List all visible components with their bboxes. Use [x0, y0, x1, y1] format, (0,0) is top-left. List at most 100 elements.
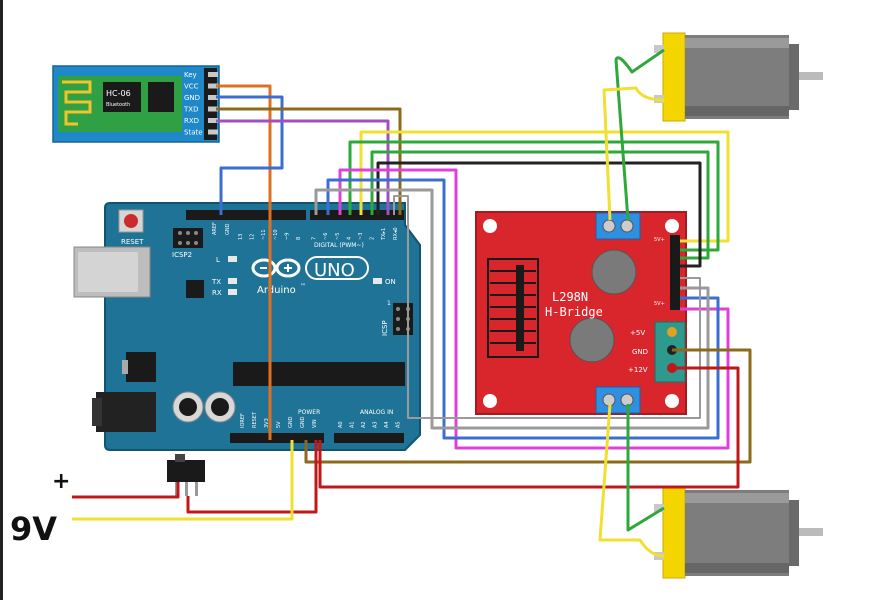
digital-pin-label: 12 [250, 234, 256, 240]
icsp2-header [173, 228, 203, 248]
gnd-top-label: GND [225, 223, 231, 235]
icsp-pin-one: 1 [387, 300, 391, 307]
digital-pin-label: ~10 [273, 229, 279, 240]
plus5v-label: +5V [630, 329, 645, 337]
digital-pin-label: ~11 [261, 229, 267, 240]
usb-chip [186, 280, 204, 298]
wire-bt-rxd-purple [216, 119, 390, 215]
dc-jack [96, 392, 156, 432]
motor-bottom [654, 487, 823, 579]
wire-magenta-d6 [338, 168, 730, 450]
aref-label: AREF [212, 222, 218, 235]
wire-red-12v [318, 366, 740, 489]
rx-led [228, 289, 237, 295]
bt-chip-small [148, 82, 174, 112]
en-a-label: 5V+ [654, 237, 665, 243]
analog-pin-label: A4 [384, 421, 390, 428]
wire-bt-vcc-orange [216, 84, 272, 440]
power-pin-label: 5V [276, 421, 282, 428]
atmega-chip [233, 362, 405, 386]
wire-gray2 [393, 195, 701, 419]
digital-pin-label: 13 [238, 234, 244, 240]
analog-label: ANALOG IN [360, 409, 393, 416]
wire-brown-gnd [304, 348, 752, 464]
on-led-label: ON [385, 278, 396, 286]
motor-top [654, 32, 823, 122]
icsp-header [393, 303, 413, 335]
digital-pin-label: 2 [370, 237, 376, 240]
digital-pin-label: ~3 [358, 233, 364, 240]
wire-motor-top-green [614, 48, 665, 221]
bt-pin-label: VCC [184, 83, 199, 91]
analog-pin-label: A0 [338, 421, 344, 428]
rx-led-label: RX [212, 289, 222, 297]
wire-green-d3 [348, 140, 720, 252]
capacitor-top [591, 249, 637, 295]
on-led [373, 278, 382, 284]
capacitors [172, 391, 236, 423]
digital-pin-label: 4 [346, 237, 352, 240]
analog-pin-label: A3 [373, 421, 379, 428]
wire-yellow-d4 [359, 130, 730, 243]
bt-header [204, 68, 217, 140]
wire-bt-gnd-blue [216, 95, 284, 215]
wire-blue-d7 [326, 178, 720, 440]
power-pin-label: 3V3 [264, 418, 270, 428]
power-pin-label: RESET [252, 411, 258, 428]
wire-motor-bottom-green [626, 404, 665, 532]
tx-led [228, 278, 237, 284]
gnd-label: GND [632, 348, 648, 356]
digital-pin-label: 8 [296, 237, 302, 240]
bt-pin [208, 72, 218, 77]
tx-led-label: TX [211, 278, 221, 286]
frame-edge [0, 0, 3, 600]
bt-pin-label: State [184, 129, 203, 137]
digital-header-right [310, 210, 404, 220]
power-pin-label: GND [300, 416, 306, 428]
power-pin-label: GND [288, 416, 294, 428]
power-header [230, 433, 324, 443]
analog-header [334, 433, 404, 443]
digital-pin-label: RX◂0 [393, 227, 399, 240]
bt-chip-main [103, 82, 141, 112]
digital-label: DIGITAL (PWM~) [314, 242, 364, 249]
bt-subtitle: Bluetooth [106, 102, 130, 108]
wires [72, 48, 752, 558]
bt-pin [208, 106, 218, 112]
digital-pin-label: ~6 [323, 233, 329, 240]
power-pin-label: IOREF [240, 413, 246, 428]
bt-pin [208, 83, 218, 89]
icsp2-label: ICSP2 [172, 251, 192, 259]
driver-subtitle: H-Bridge [545, 305, 603, 319]
control-pin-header [670, 235, 680, 310]
l-led-label: L [216, 256, 220, 264]
heatsink [487, 258, 539, 358]
wire-motor-top-yellow [602, 86, 665, 221]
wire-switch-red [186, 440, 318, 514]
bt-pin [208, 118, 218, 123]
reset-label: RESET [121, 238, 144, 246]
arduino-tm: ™ [300, 283, 306, 290]
antenna-trace [62, 80, 92, 126]
regulator [126, 352, 156, 382]
icsp-label: ICSP [381, 320, 389, 336]
analog-pin-label: A2 [361, 421, 367, 428]
bt-pin-label: Key [184, 71, 197, 79]
bt-pin-label: TXD [183, 106, 198, 114]
capacitor-bottom [569, 317, 615, 363]
digital-pin-label: TX▸1 [381, 228, 387, 241]
arduino-brand: Arduino [257, 285, 296, 296]
bt-pin [208, 95, 218, 100]
plus12v-label: +12V [628, 366, 648, 374]
wire-battery-yellow [72, 440, 294, 521]
en-b-label: 5V+ [654, 301, 665, 307]
arduino-logo [251, 258, 301, 278]
battery-plus: + [52, 469, 70, 494]
wire-battery-red [72, 482, 180, 499]
